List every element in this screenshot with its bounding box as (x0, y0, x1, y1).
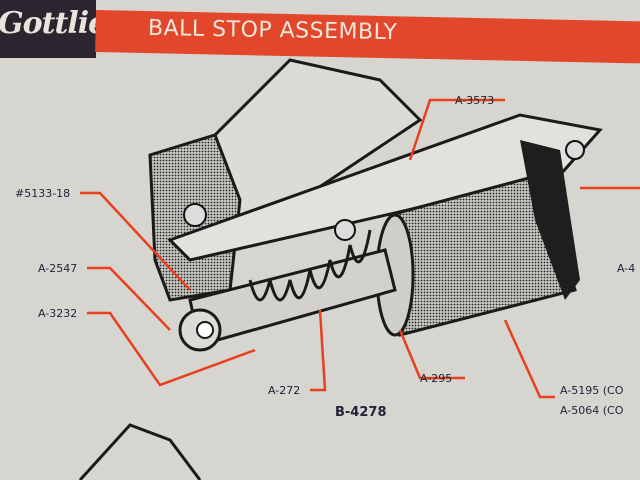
part-label-a272: A-272 (268, 384, 301, 397)
part-label-a3232: A-3232 (38, 307, 78, 320)
part-label-a5064: A-5064 (CO (560, 404, 624, 417)
part-label-a4: A-4 (617, 262, 636, 275)
part-label-a295: A-295 (420, 372, 453, 385)
part-label-5133-18: #5133-18 (15, 187, 71, 200)
part-label-a2547: A-2547 (38, 262, 78, 275)
assembly-number: B-4278 (335, 405, 387, 420)
leader-lines (80, 98, 640, 399)
part-label-a3573: A-3573 (455, 94, 495, 107)
lower-part (78, 423, 202, 480)
spring (248, 229, 372, 302)
coil-bracket (520, 140, 580, 300)
part-label-a5195: A-5195 (CO (560, 384, 624, 397)
